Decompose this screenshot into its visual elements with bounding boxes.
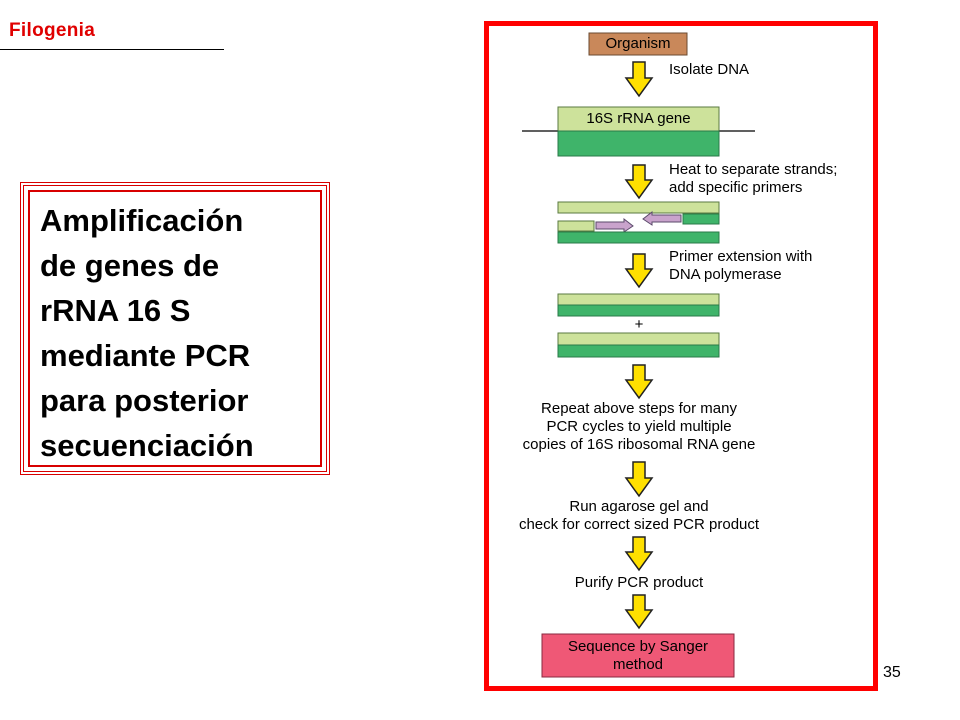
step-line: Run agarose gel and: [569, 498, 709, 515]
title-line: mediante PCR: [40, 338, 251, 373]
step-primer-extension: Primer extension with DNA polymerase: [669, 248, 812, 284]
gene-label: 16S rRNA gene: [586, 110, 691, 127]
product-1-light-strand: [557, 293, 720, 306]
header-underline: [0, 49, 224, 50]
step-heat-primers: Heat to separate strands; add specific p…: [669, 161, 837, 197]
step-line: PCR cycles to yield multiple: [546, 418, 732, 435]
title-line: de genes de: [40, 248, 220, 283]
title-line: secuenciación: [40, 428, 254, 463]
product-2-dark-strand: [557, 344, 720, 358]
primer-dark-segment: [682, 213, 720, 225]
flow-arrow-icon: [624, 594, 654, 630]
step-line: check for correct sized PCR product: [518, 516, 760, 533]
step-line: add specific primers: [669, 179, 803, 196]
step-repeat-cycles: Repeat above steps for many PCR cycles t…: [488, 400, 790, 454]
step-line: Purify PCR product: [574, 574, 704, 591]
plus-sign: +: [634, 316, 644, 333]
step-line: copies of 16S ribosomal RNA gene: [522, 436, 756, 453]
flow-arrow-icon: [624, 461, 654, 498]
primer-arrow-left: [642, 210, 682, 226]
gene-light-strand: [557, 106, 720, 132]
organism-label: Organism: [605, 35, 671, 52]
flow-arrow-icon: [624, 364, 654, 400]
step-purify-product: Purify PCR product: [488, 574, 790, 592]
flow-arrow-icon: [624, 253, 654, 289]
page-number: 35: [883, 664, 901, 681]
step-line: DNA polymerase: [669, 266, 782, 283]
product-2-light-strand: [557, 332, 720, 346]
step-line: Heat to separate strands;: [669, 161, 838, 178]
flow-arrow-icon: [624, 61, 654, 98]
slide-header-title: Filogenia: [9, 20, 96, 41]
slide-title-text: Amplificación de genes de rRNA 16 S medi…: [40, 198, 320, 468]
slide-title-box: Amplificación de genes de rRNA 16 S medi…: [20, 182, 330, 475]
primer-arrow-right: [595, 217, 634, 233]
step-line: Repeat above steps for many: [541, 400, 737, 417]
product-1-dark-strand: [557, 304, 720, 317]
sequence-label: Sequence by Sanger method: [542, 638, 734, 674]
sequence-line: method: [612, 656, 664, 673]
separated-light-strand: [557, 201, 720, 214]
primer-light-segment: [557, 220, 595, 232]
organism-box: [588, 32, 688, 56]
title-line: para posterior: [40, 383, 249, 418]
gene-dark-strand: [557, 130, 720, 157]
step-line: Primer extension with: [669, 248, 813, 265]
step-isolate-dna: Isolate DNA: [669, 61, 749, 79]
sequence-line: Sequence by Sanger: [567, 638, 709, 655]
sequence-box: [541, 633, 735, 678]
flow-arrow-icon: [624, 536, 654, 572]
title-line: rRNA 16 S: [40, 293, 191, 328]
title-line: Amplificación: [40, 203, 244, 238]
step-agarose-gel: Run agarose gel and check for correct si…: [488, 498, 790, 534]
step-line: Isolate DNA: [669, 61, 750, 78]
flow-arrow-icon: [624, 164, 654, 200]
separated-dark-strand: [557, 231, 720, 244]
